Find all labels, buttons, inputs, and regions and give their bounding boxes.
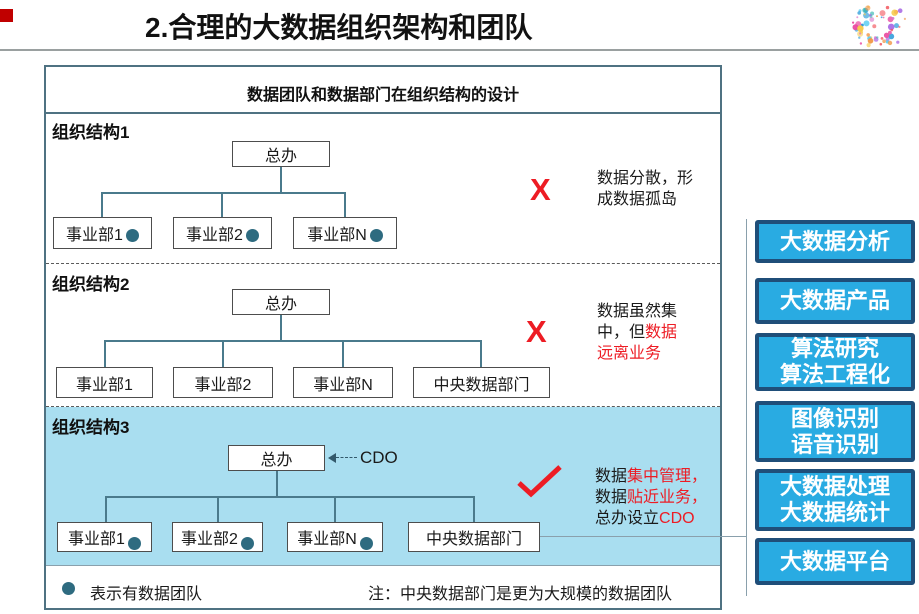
cdo-arrow-icon <box>328 453 336 463</box>
connector <box>480 340 482 367</box>
capability-label: 大数据平台 <box>779 548 890 574</box>
org-node-root: 总办 <box>232 141 330 167</box>
capability-connector <box>540 536 746 537</box>
footnote: 注：中央数据部门是更为大规模的数据团队 <box>368 586 673 603</box>
org-node-root: 总办 <box>228 445 325 471</box>
connector <box>104 340 106 367</box>
capability-label: 大数据产品 <box>779 288 890 313</box>
connector <box>104 340 482 342</box>
org-node: 事业部N <box>287 522 383 552</box>
section1-note: 数据分散，形成数据孤岛 <box>597 170 694 208</box>
connector <box>342 340 344 367</box>
team-dot-icon <box>245 228 259 242</box>
team-dot-icon <box>125 228 139 242</box>
section3-highlight <box>46 407 720 565</box>
org-node: 中央数据部门 <box>408 522 540 552</box>
org-node: 事业部N <box>293 217 397 249</box>
connector <box>334 496 336 522</box>
section-separator <box>46 406 720 407</box>
connector <box>276 471 278 496</box>
capability-label: 大数据统计 <box>779 500 890 525</box>
title-divider <box>0 49 919 51</box>
capability-button[interactable]: 大数据平台 <box>755 538 915 585</box>
section3-note: 数据集中管理，数据贴近业务，总办设立CDO <box>595 468 708 527</box>
legend-label: 表示有数据团队 <box>90 586 203 603</box>
title-bullet-square <box>0 9 13 22</box>
section3-label: 组织结构3 <box>52 418 130 437</box>
dot-cluster-logo <box>852 5 906 48</box>
connector <box>280 315 282 340</box>
org-node: 事业部1 <box>53 217 152 249</box>
connector <box>105 496 107 522</box>
org-node: 事业部1 <box>56 367 153 398</box>
org-node: 事业部2 <box>173 217 272 249</box>
org-node: 事业部2 <box>172 522 263 552</box>
connector <box>105 496 475 498</box>
connector <box>280 167 282 192</box>
accept-check-icon <box>517 465 562 498</box>
connector <box>221 192 223 217</box>
connector <box>222 340 224 367</box>
diagram-title: 数据团队和数据部门在组织结构的设计 <box>246 87 519 104</box>
capability-button[interactable]: 算法研究算法工程化 <box>755 333 915 391</box>
footer-divider <box>46 565 720 566</box>
team-dot-icon <box>359 536 373 550</box>
reject-x-icon: X <box>526 314 547 349</box>
capability-button[interactable]: 大数据产品 <box>755 278 915 324</box>
capability-label: 图像识别 <box>790 405 879 431</box>
org-node: 事业部2 <box>173 367 273 398</box>
connector <box>217 496 219 522</box>
org-node: 中央数据部门 <box>413 367 550 398</box>
capability-button[interactable]: 图像识别语音识别 <box>755 401 915 462</box>
team-dot-icon <box>127 536 141 550</box>
section-separator <box>46 263 720 264</box>
capability-label: 语音识别 <box>790 431 879 457</box>
capability-label: 算法研究 <box>790 336 879 361</box>
page-title: 2.合理的大数据组织架构和团队 <box>145 12 533 43</box>
connector <box>101 192 103 217</box>
capability-label: 算法工程化 <box>779 362 890 387</box>
org-node-root: 总办 <box>232 289 330 315</box>
org-node: 事业部N <box>293 367 393 398</box>
reject-x-icon: X <box>530 172 551 207</box>
section2-note: 数据虽然集中，但数据远离业务 <box>597 303 678 362</box>
capability-label: 大数据分析 <box>779 228 890 254</box>
cdo-label: CDO <box>360 448 398 467</box>
cdo-dashed-line <box>336 457 357 458</box>
legend-dot-icon <box>62 582 75 595</box>
section2-label: 组织结构2 <box>52 275 130 294</box>
connector <box>344 192 346 217</box>
capability-button[interactable]: 大数据分析 <box>755 220 915 263</box>
org-node: 事业部1 <box>57 522 152 552</box>
connector <box>473 496 475 522</box>
connector <box>101 192 346 194</box>
team-dot-icon <box>240 536 254 550</box>
capability-label: 大数据处理 <box>779 474 890 499</box>
team-dot-icon <box>369 228 383 242</box>
capability-button[interactable]: 大数据处理大数据统计 <box>755 469 915 531</box>
header-divider <box>46 112 720 114</box>
section1-label: 组织结构1 <box>52 123 130 142</box>
capability-bracket-line <box>746 219 747 596</box>
